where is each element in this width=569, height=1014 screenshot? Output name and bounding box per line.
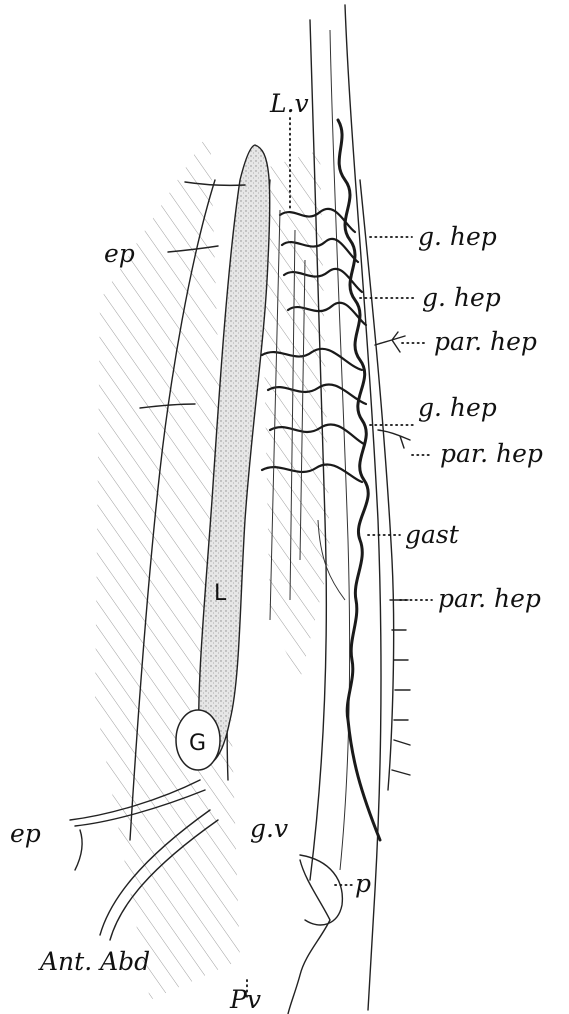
label-pv: Pv (229, 985, 261, 1014)
label-ep-1: ep (104, 239, 135, 268)
label-ant-abd: Ant. Abd (38, 947, 150, 976)
label-lv: L.v (269, 89, 309, 118)
gut-wall-right (345, 5, 381, 1010)
ep-vessel-branch (75, 830, 82, 870)
label-L: L (214, 581, 227, 606)
label-parhep-2: par. hep (440, 439, 543, 468)
label-p: p (355, 869, 371, 898)
label-parhep-3: par. hep (438, 584, 541, 613)
label-parhep-1: par. hep (434, 327, 537, 356)
label-gast: gast (405, 520, 460, 549)
label-ghep-2: g. hep (422, 283, 501, 312)
label-ghep-1: g. hep (418, 222, 497, 251)
label-ghep-3: g. hep (418, 393, 497, 422)
portal-vessel (288, 860, 330, 1014)
label-gv: g.v (250, 814, 288, 843)
label-ep-2: ep (10, 819, 41, 848)
label-G: G (189, 731, 206, 756)
pancreas-lobe (300, 855, 342, 925)
